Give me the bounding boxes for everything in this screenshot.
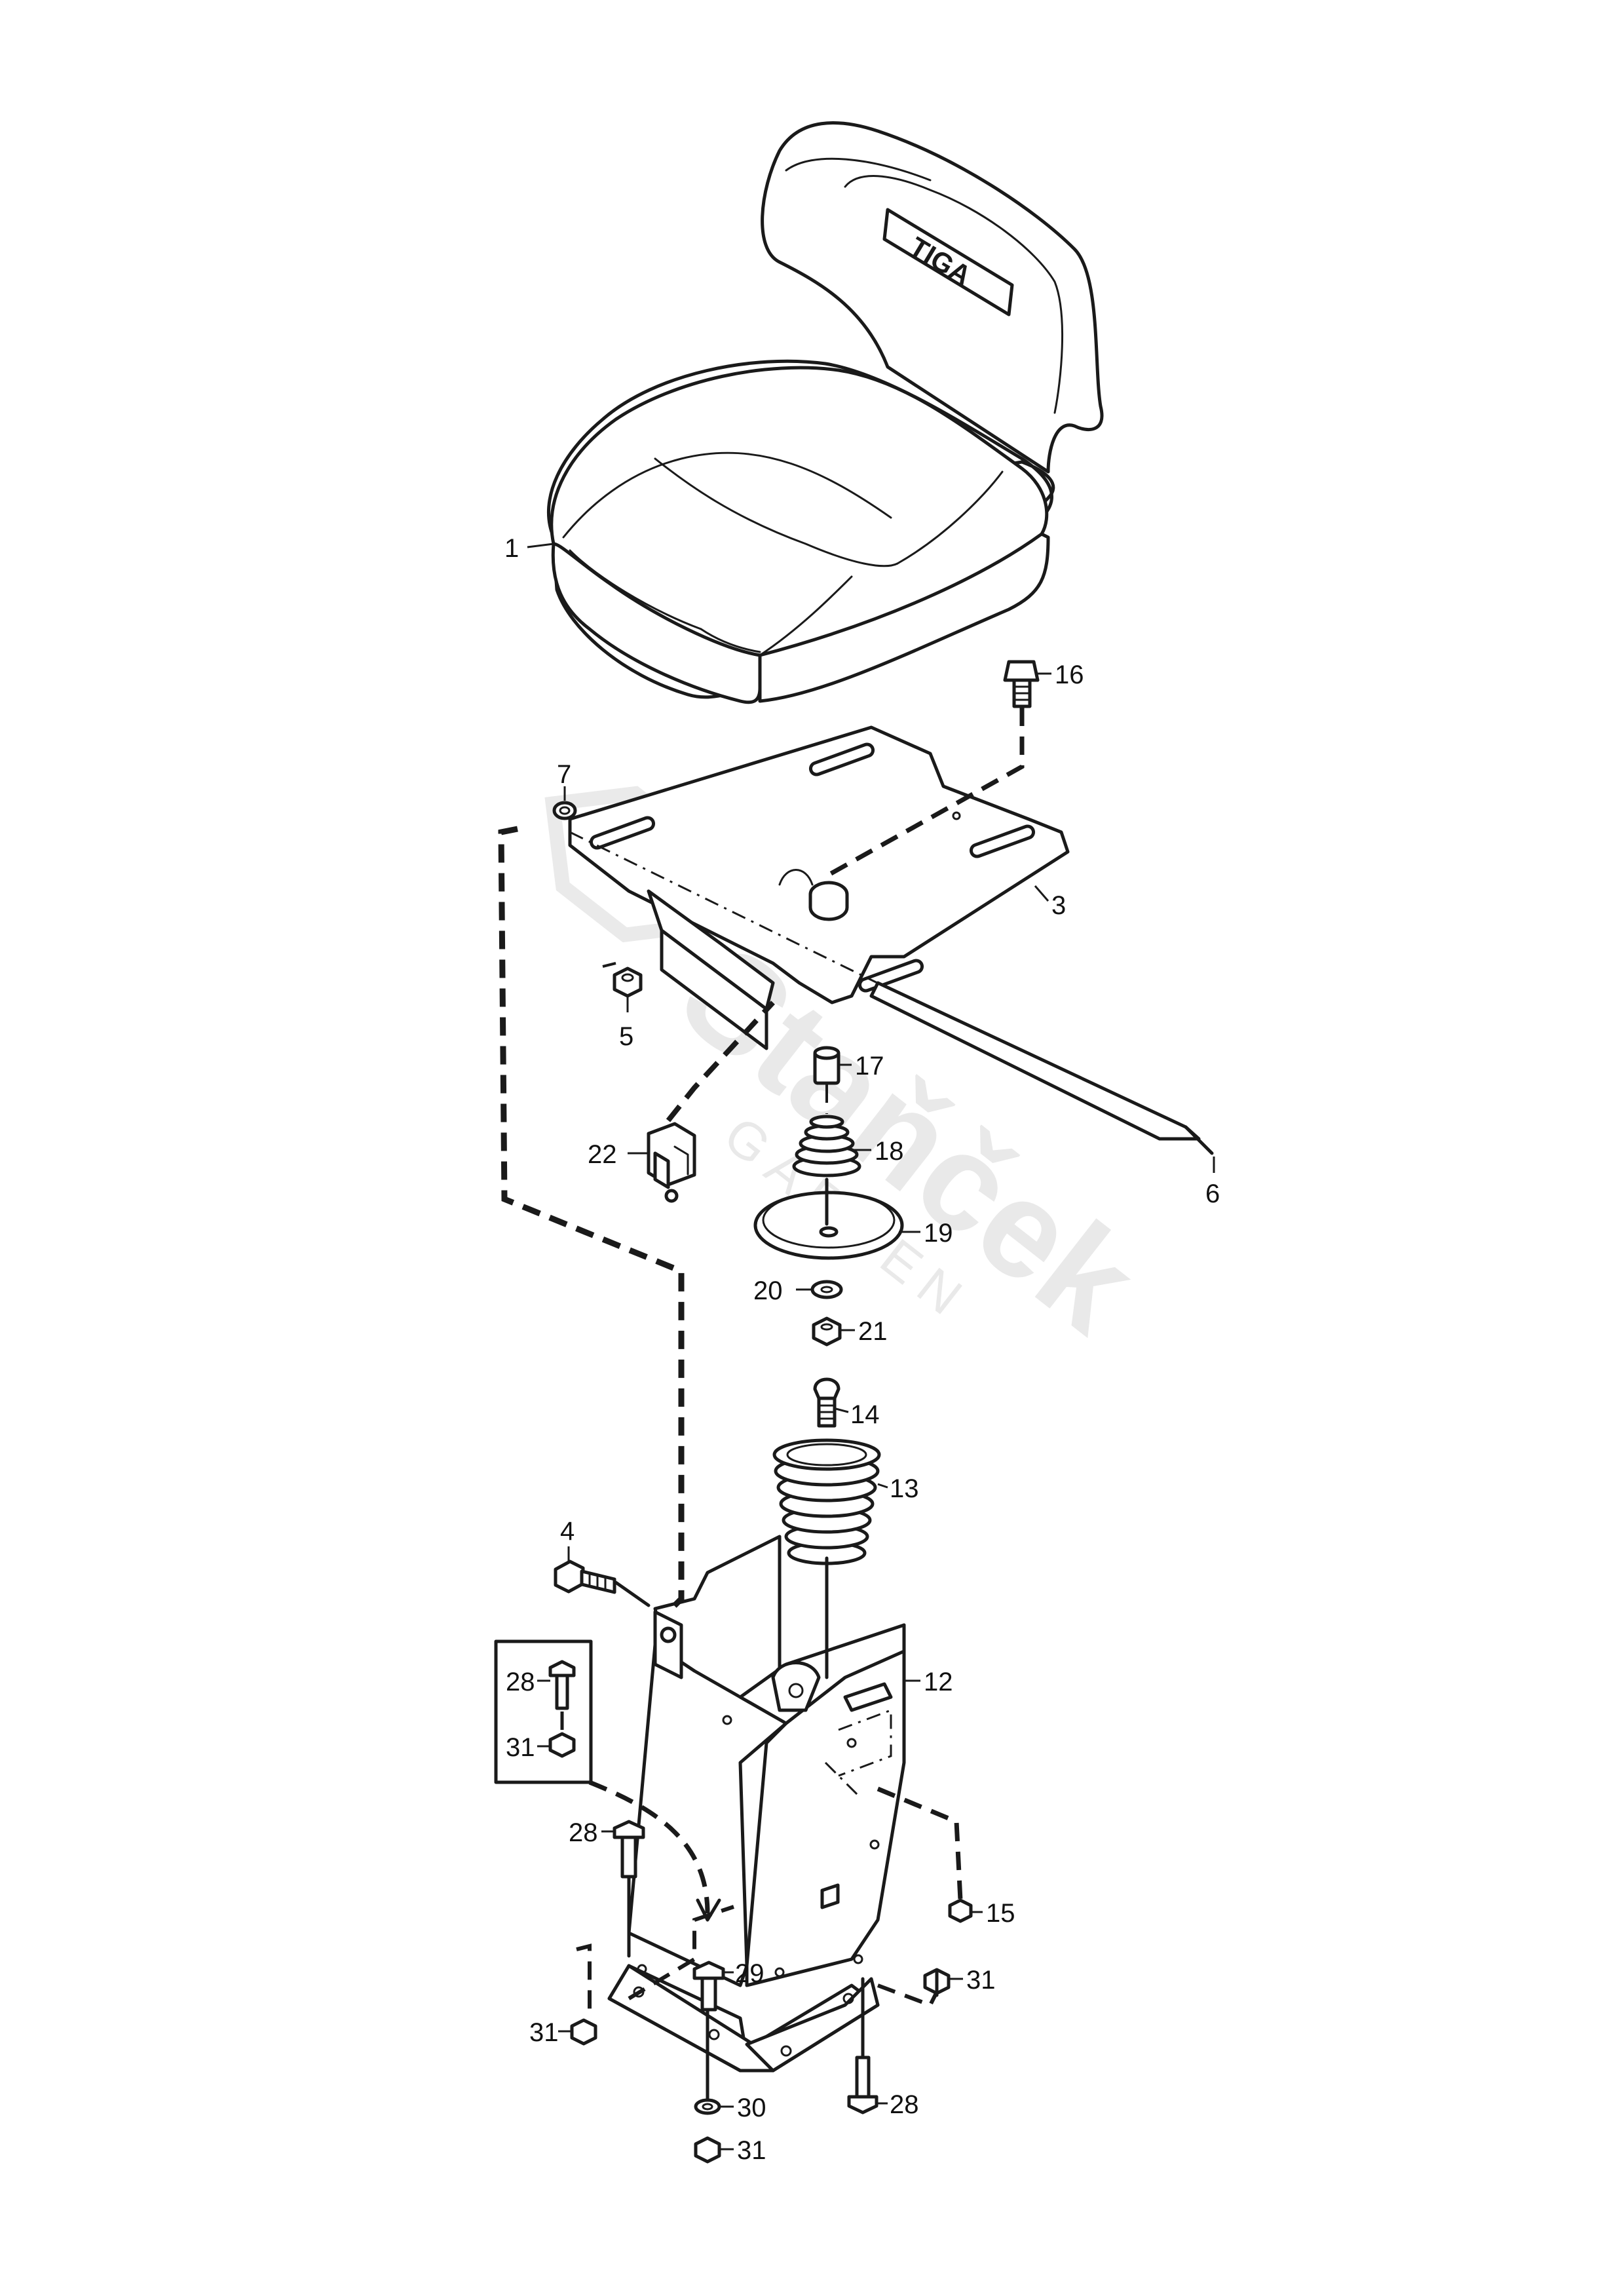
- callout-12: 12: [924, 1668, 953, 1696]
- spring-18: [792, 1115, 861, 1177]
- callout-4: 4: [560, 1517, 575, 1546]
- nut-5: [613, 966, 643, 998]
- callout-6: 6: [1205, 1179, 1220, 1208]
- callout-28-left: 28: [569, 1818, 598, 1847]
- disk-19: [753, 1191, 904, 1260]
- callout-30: 30: [737, 2094, 766, 2122]
- inset-box: [494, 1639, 721, 1922]
- callout-1: 1: [504, 534, 519, 563]
- assembly-lines: [498, 708, 1025, 2102]
- callout-13: 13: [890, 1474, 919, 1503]
- callout-31-right: 31: [966, 1966, 996, 1995]
- seat-logo-plaque: [882, 208, 1014, 316]
- callout-5: 5: [619, 1022, 633, 1051]
- washer-30: [694, 2098, 721, 2115]
- washer-20: [810, 1280, 843, 1299]
- callout-20: 20: [753, 1276, 783, 1305]
- callout-31-left: 31: [529, 2018, 559, 2047]
- callout-14: 14: [850, 1400, 880, 1429]
- bolt-14: [813, 1377, 840, 1428]
- nut-31-bottom: [694, 2136, 721, 2164]
- spacer-17: [813, 1046, 840, 1085]
- callout-3: 3: [1051, 891, 1066, 920]
- seat: TIGA: [546, 121, 1104, 704]
- callout-21: 21: [858, 1317, 888, 1346]
- nut-31-left: [570, 2018, 597, 2046]
- callout-31-bottom: 31: [737, 2136, 766, 2165]
- callouts: 1 3 4 5 6 7 12 13 14 15 16 17 18 19 20 2…: [504, 534, 1220, 2165]
- callout-28-bottom: 28: [890, 2090, 919, 2119]
- nut-15: [948, 1898, 973, 1923]
- bolt-28-bottom: [847, 2056, 878, 2114]
- callout-29: 29: [735, 1959, 765, 1988]
- bolt-4: [554, 1559, 616, 1594]
- nut-7: [552, 801, 577, 820]
- callout-28-inset: 28: [506, 1668, 535, 1696]
- seat-plate: [568, 725, 1070, 1050]
- callout-17: 17: [855, 1052, 884, 1081]
- seat-pillar-12: [607, 1535, 906, 2073]
- callout-31-inset: 31: [506, 1733, 535, 1762]
- nut-21: [812, 1316, 842, 1347]
- callout-22: 22: [588, 1140, 617, 1169]
- callout-15: 15: [986, 1899, 1015, 1928]
- callout-7: 7: [557, 760, 571, 789]
- callout-16: 16: [1055, 660, 1084, 689]
- callout-18: 18: [875, 1137, 904, 1166]
- latch-22: [647, 1122, 696, 1203]
- bolt-16: [1003, 660, 1040, 708]
- callout-19: 19: [924, 1219, 953, 1248]
- rod-6: [869, 981, 1214, 1155]
- spring-13: [772, 1438, 881, 1565]
